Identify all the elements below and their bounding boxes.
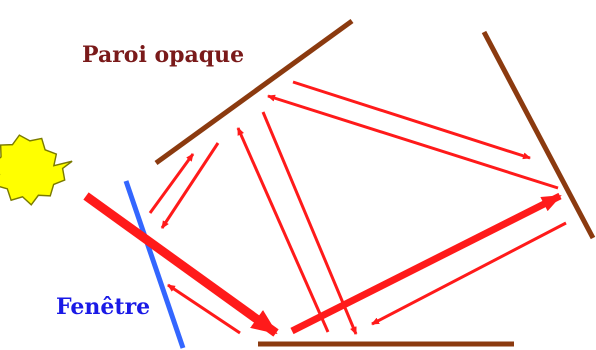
ray-floor-to-top-wall — [236, 127, 330, 333]
ray-top-wall-to-floor — [261, 111, 358, 335]
window-label: Fenêtre — [56, 294, 151, 320]
opaque-wall-top — [154, 18, 354, 166]
ray-floor-to-window — [167, 283, 241, 335]
opaque-wall-right — [481, 30, 596, 240]
ray-top-wall-to-window — [160, 142, 220, 229]
ray-window-to-top-wall — [148, 153, 195, 214]
opaque-wall-label: Paroi opaque — [82, 42, 245, 68]
window-pane — [123, 180, 186, 349]
sun-icon — [0, 134, 73, 206]
ray-right-wall-to-floor — [371, 221, 567, 326]
incoming-solar-ray — [83, 192, 279, 337]
ray-top-wall-to-right-wall — [292, 80, 531, 160]
reflected-ray-floor-to-right-wall — [290, 192, 562, 335]
ray-right-wall-to-top-wall — [267, 94, 559, 190]
